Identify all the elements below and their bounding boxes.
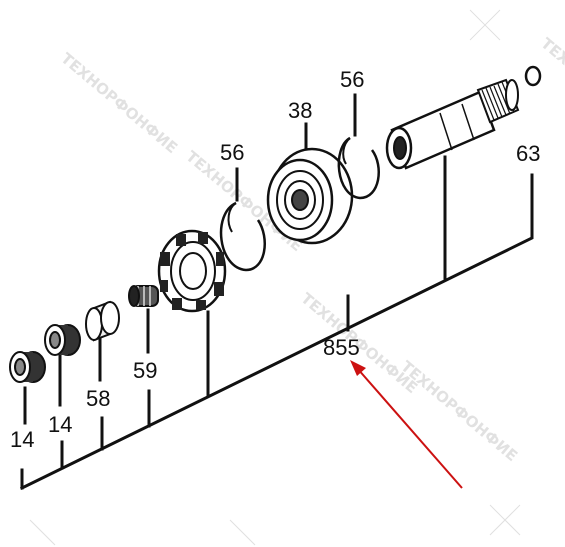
label-56-lower: 56 bbox=[220, 140, 244, 165]
sleeve-58 bbox=[85, 300, 120, 342]
assembly-bracket-line bbox=[19, 173, 534, 491]
o-ring-63 bbox=[524, 65, 542, 87]
clutch-flange bbox=[157, 229, 227, 313]
leader-lines bbox=[19, 93, 534, 491]
red-arrow bbox=[350, 360, 463, 489]
watermark-text-1: ТЕХНОРФОНФИЕ bbox=[57, 49, 181, 157]
watermark-text-5: ТЕХНОРФОНФИЕ bbox=[537, 34, 565, 142]
label-14-outer: 14 bbox=[10, 427, 34, 452]
watermark-text-4: ТЕХНОРФОНФИЕ bbox=[397, 357, 521, 465]
drive-shaft bbox=[385, 78, 520, 170]
label-63: 63 bbox=[516, 141, 540, 166]
label-59: 59 bbox=[133, 358, 157, 383]
part-labels: 14 14 58 59 855 38 56 56 63 bbox=[10, 67, 540, 452]
retaining-ring-upper bbox=[337, 136, 380, 200]
spring-59 bbox=[128, 285, 159, 307]
label-855: 855 bbox=[323, 335, 360, 360]
parts bbox=[9, 65, 542, 383]
watermark-slash-2 bbox=[469, 9, 501, 41]
roller-bearing-inner bbox=[44, 324, 81, 356]
label-14-inner: 14 bbox=[48, 412, 72, 437]
label-56-upper: 56 bbox=[340, 67, 364, 92]
arrow-head bbox=[350, 360, 366, 376]
watermark-slash-3 bbox=[29, 519, 56, 546]
arrow-shaft bbox=[356, 367, 463, 489]
watermark-slash-4 bbox=[229, 519, 256, 546]
watermark-slash-6 bbox=[489, 504, 521, 536]
retaining-ring-lower bbox=[219, 201, 266, 272]
roller-bearing-outer bbox=[9, 351, 46, 383]
label-58: 58 bbox=[86, 386, 110, 411]
ball-bearing-38 bbox=[266, 147, 354, 245]
label-38: 38 bbox=[288, 98, 312, 123]
